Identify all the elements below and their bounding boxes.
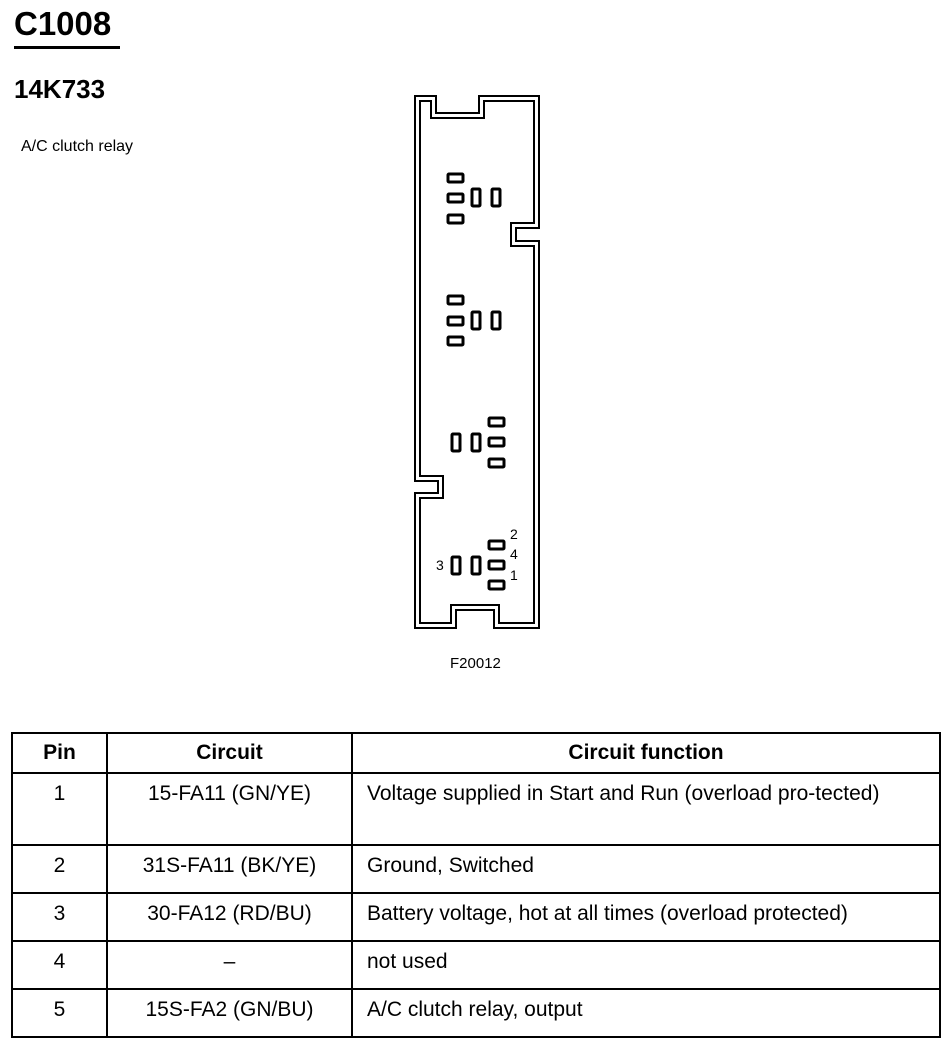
cell-circuit: 15-FA11 (GN/YE) bbox=[106, 772, 353, 846]
table-row: 5 15S-FA2 (GN/BU) A/C clutch relay, outp… bbox=[11, 988, 941, 1038]
part-number: 14K733 bbox=[14, 74, 106, 104]
terminal-slot bbox=[446, 335, 465, 347]
terminal-slot bbox=[470, 310, 482, 331]
terminal-pin-5 bbox=[470, 555, 482, 576]
terminal-slot bbox=[490, 310, 502, 331]
table-header-row: Pin Circuit Circuit function bbox=[11, 732, 941, 774]
terminal-slot bbox=[490, 187, 502, 208]
header-pin: Pin bbox=[11, 732, 108, 774]
terminal-slot bbox=[446, 192, 465, 204]
pin-label-2: 2 bbox=[510, 526, 518, 542]
pin-table: Pin Circuit Circuit function 1 15-FA11 (… bbox=[11, 732, 941, 1038]
table-row: 1 15-FA11 (GN/YE) Voltage supplied in St… bbox=[11, 772, 941, 846]
pin-label-4: 4 bbox=[510, 546, 518, 562]
connector-id: C1008 bbox=[14, 4, 120, 49]
terminal-slot bbox=[450, 432, 462, 453]
cell-circuit: – bbox=[106, 940, 353, 990]
cell-function: Voltage supplied in Start and Run (overl… bbox=[351, 772, 941, 846]
cell-pin: 2 bbox=[11, 844, 108, 894]
cell-circuit: 15S-FA2 (GN/BU) bbox=[106, 988, 353, 1038]
cell-circuit: 30-FA12 (RD/BU) bbox=[106, 892, 353, 942]
cell-pin: 4 bbox=[11, 940, 108, 990]
terminal-slot bbox=[446, 315, 465, 327]
terminal-slot bbox=[487, 457, 506, 469]
pin-label-3: 3 bbox=[436, 557, 444, 573]
cell-function: A/C clutch relay, output bbox=[351, 988, 941, 1038]
terminal-pin-4 bbox=[487, 559, 506, 571]
header-circuit-function: Circuit function bbox=[351, 732, 941, 774]
terminal-slot bbox=[487, 436, 506, 448]
figure-id: F20012 bbox=[450, 655, 501, 672]
table-row: 3 30-FA12 (RD/BU) Battery voltage, hot a… bbox=[11, 892, 941, 942]
terminal-pin-2 bbox=[487, 539, 506, 551]
cell-pin: 1 bbox=[11, 772, 108, 846]
terminal-pin-3 bbox=[450, 555, 462, 576]
terminal-slot bbox=[446, 213, 465, 225]
cell-pin: 5 bbox=[11, 988, 108, 1038]
terminal-slot bbox=[470, 187, 482, 208]
cell-function: Ground, Switched bbox=[351, 844, 941, 894]
connector-face-diagram: 2 4 1 3 bbox=[414, 95, 540, 629]
terminal-slot bbox=[446, 172, 465, 184]
table-row: 2 31S-FA11 (BK/YE) Ground, Switched bbox=[11, 844, 941, 894]
cell-function: Battery voltage, hot at all times (overl… bbox=[351, 892, 941, 942]
terminal-pin-1 bbox=[487, 579, 506, 591]
terminal-slot bbox=[487, 416, 506, 428]
pin-label-1: 1 bbox=[510, 567, 518, 583]
cell-circuit: 31S-FA11 (BK/YE) bbox=[106, 844, 353, 894]
connector-description: A/C clutch relay bbox=[21, 138, 134, 155]
connector-outline-inner bbox=[419, 100, 535, 624]
connector-outline-outer bbox=[414, 95, 540, 629]
cell-pin: 3 bbox=[11, 892, 108, 942]
table-row: 4 – not used bbox=[11, 940, 941, 990]
terminal-slot bbox=[470, 432, 482, 453]
header-circuit: Circuit bbox=[106, 732, 353, 774]
cell-function: not used bbox=[351, 940, 941, 990]
terminal-slot bbox=[446, 294, 465, 306]
